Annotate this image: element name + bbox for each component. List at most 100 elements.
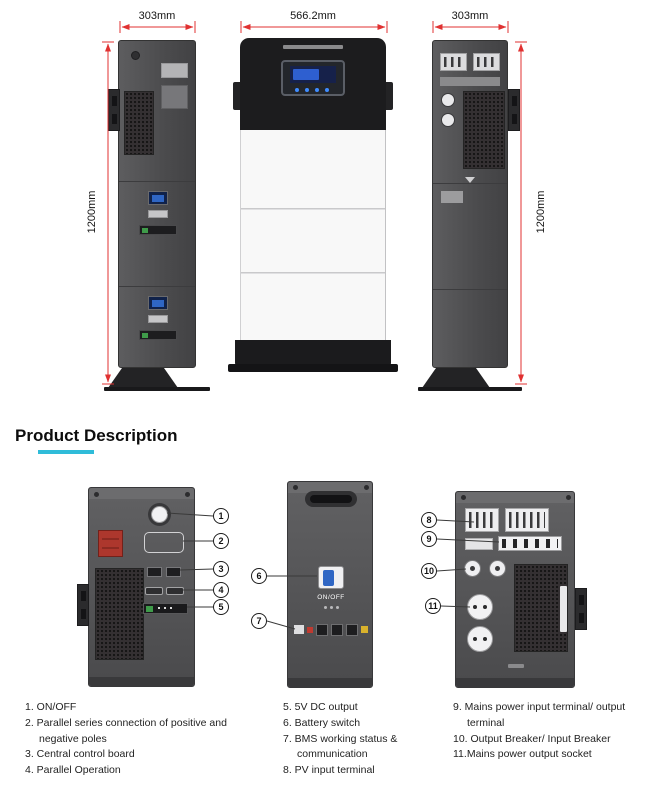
legend-item: 11.Mains power output socket (453, 748, 592, 761)
pin-dot (164, 607, 166, 609)
detail-view-middle: ON/OFF (287, 481, 373, 688)
screw-icon (566, 495, 571, 500)
bracket-slot (81, 591, 86, 601)
bracket-slot (512, 114, 517, 124)
indicator-dot (324, 606, 327, 609)
bottom-flange (288, 678, 372, 687)
terminal-slots (469, 512, 495, 528)
base-foot (418, 387, 522, 391)
battery-switch (318, 566, 344, 589)
module-label (148, 315, 168, 323)
legend-item: 1. ON/OFF (25, 701, 77, 713)
front-view (228, 38, 398, 372)
led-indicator (325, 88, 329, 92)
screw-icon (94, 492, 99, 497)
pin-dot (170, 607, 172, 609)
vent-grille (463, 91, 505, 169)
module-seam (433, 289, 507, 290)
callout-11: 11 (425, 598, 441, 614)
callout-3: 3 (213, 561, 229, 577)
legend-item: 4. Parallel Operation (25, 764, 121, 776)
indicator-dot (336, 606, 339, 609)
bottom-flange (89, 677, 194, 686)
led-indicator (315, 88, 319, 92)
section-heading: Product Description (15, 426, 178, 445)
dim-left-width-label: 303mm (138, 10, 176, 22)
display-screen (290, 66, 336, 83)
comm-port (346, 624, 358, 636)
mount-bracket (108, 89, 120, 131)
round-breaker (441, 93, 455, 107)
socket-hole (483, 637, 487, 641)
callout-1: 1 (213, 508, 229, 524)
breaker-label (465, 538, 493, 550)
legend-item: 2. Parallel series connection of positiv… (25, 716, 227, 745)
mains-output-socket (467, 594, 493, 620)
breaker-block (440, 53, 467, 71)
breaker-toggles (477, 57, 496, 67)
dc-output-strip (143, 603, 188, 614)
block-line (102, 547, 119, 549)
screw-icon (461, 495, 466, 500)
callout-2: 2 (213, 533, 229, 549)
breaker-toggles (444, 57, 463, 67)
spec-label (161, 63, 188, 78)
breaker-center (470, 566, 475, 571)
dim-left-height-label: 1200mm (86, 190, 98, 234)
mount-plate (89, 488, 194, 499)
screen-glow (293, 69, 319, 80)
callout-7: 7 (251, 613, 267, 629)
legend-item: 6. Battery switch (283, 716, 361, 729)
front-body (240, 130, 386, 340)
module-seam (119, 286, 195, 287)
on-off-button (151, 506, 168, 523)
red-tag (307, 627, 313, 633)
terminal-green (142, 333, 148, 338)
detail-view-left (77, 487, 195, 687)
spec-label (441, 191, 463, 203)
socket-hole (473, 637, 477, 641)
dim-front-width-label: 566.2mm (290, 10, 336, 22)
legend-item: 7. BMS working status & communication (283, 732, 398, 761)
terminal-slots (509, 512, 545, 528)
callout-5: 5 (213, 599, 229, 615)
bottom-flange (456, 678, 574, 687)
dim-right-height-label: 1200mm (535, 190, 547, 234)
socket-hole (483, 605, 487, 609)
side-view-left (108, 40, 196, 368)
vertical-label (560, 586, 567, 632)
display-panel (281, 60, 345, 96)
vent-grille (124, 91, 154, 155)
mount-plate (456, 492, 574, 503)
base-stand (422, 368, 490, 388)
bracket-slot (112, 114, 117, 124)
front-foot-plate (228, 364, 398, 372)
handle-slot (310, 495, 352, 503)
socket-hole (473, 605, 477, 609)
screw-icon (185, 492, 190, 497)
side-view-right (432, 40, 520, 368)
output-breaker (464, 560, 481, 577)
yellow-tag (361, 626, 368, 633)
breaker-block (473, 53, 500, 71)
body-seam (241, 208, 385, 210)
callout-10: 10 (421, 563, 437, 579)
legend-column-1: 1. ON/OFF 2. Parallel series connection … (25, 700, 260, 779)
port-panel (161, 85, 188, 109)
carry-handle (305, 491, 357, 507)
comm-port (316, 624, 328, 636)
bottom-text-bar (508, 664, 524, 668)
control-board-port (147, 567, 162, 577)
callout-8: 8 (421, 512, 437, 528)
body-seam (241, 272, 385, 274)
connector-row (139, 330, 177, 340)
callout-6: 6 (251, 568, 267, 584)
terminal-green (146, 606, 153, 612)
base-foot (104, 387, 210, 391)
dim-right-width-label: 303mm (451, 10, 489, 22)
emergency-block (98, 530, 123, 557)
mount-bracket (575, 588, 587, 630)
vent-grille (514, 564, 568, 652)
comm-port (331, 624, 343, 636)
